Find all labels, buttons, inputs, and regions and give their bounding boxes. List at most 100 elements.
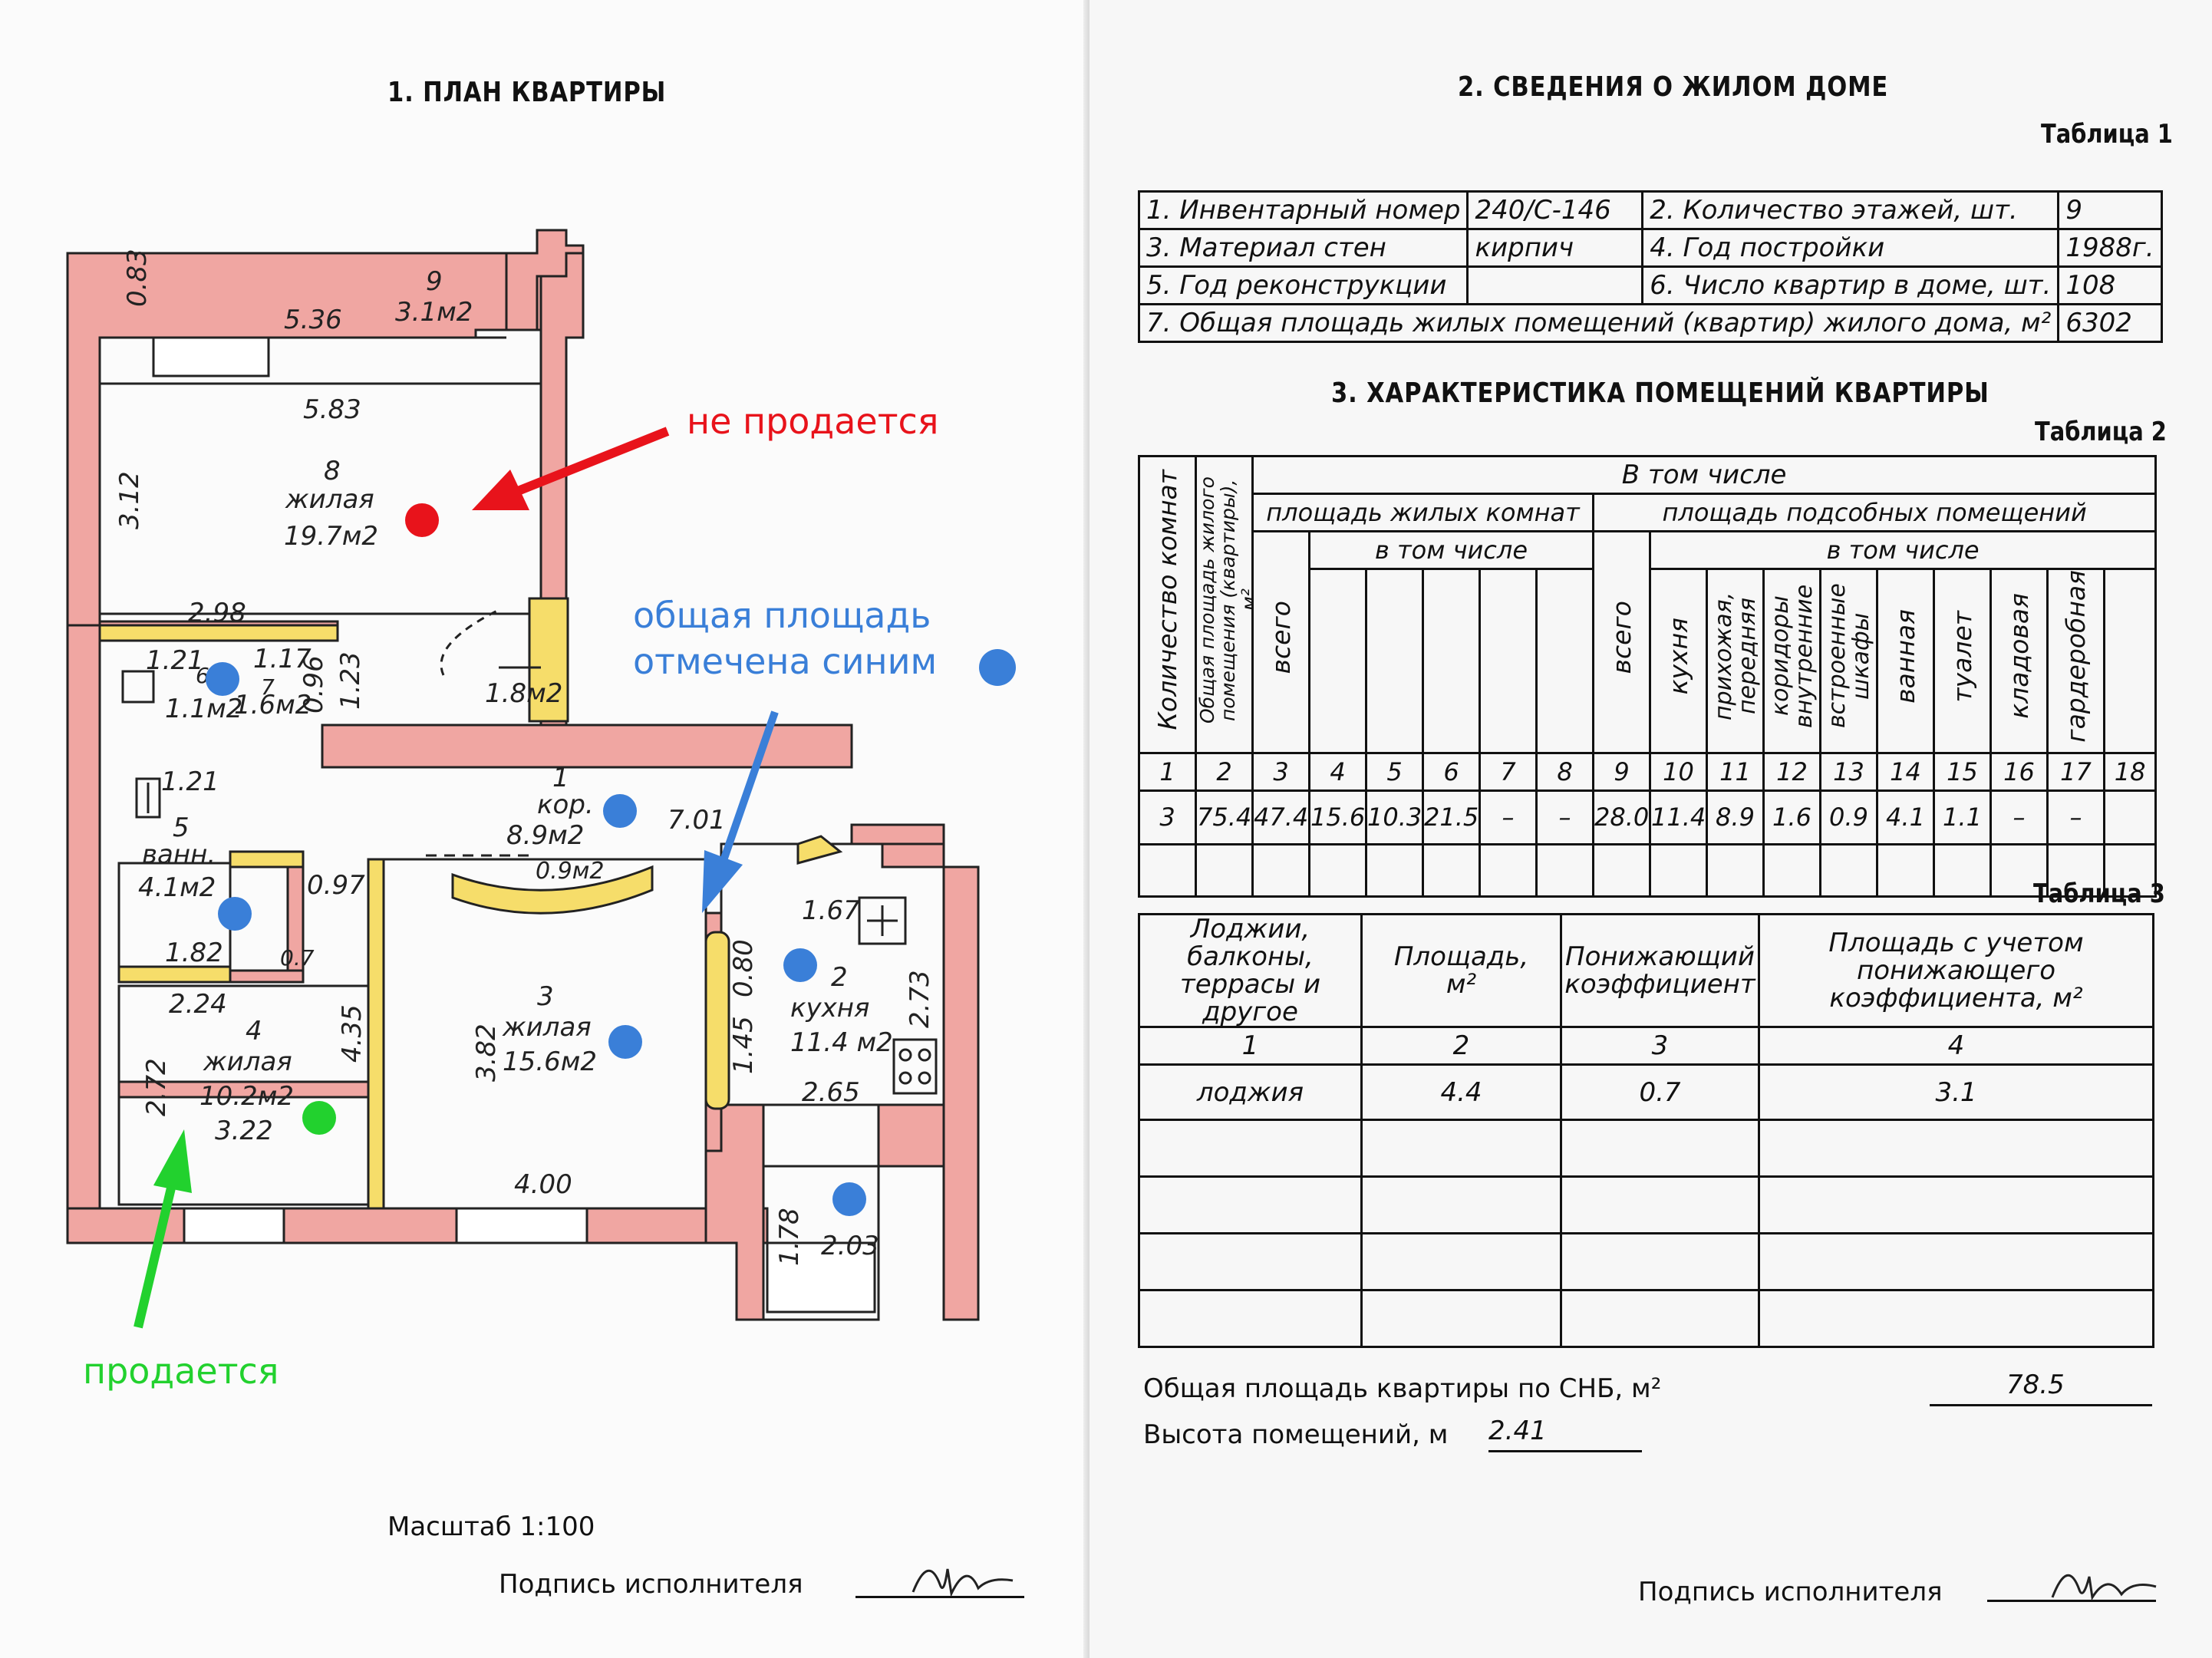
- cell: –: [2046, 789, 2105, 845]
- header-including: В том числе: [1251, 455, 2158, 495]
- blue-arrowhead: [702, 850, 743, 913]
- header-area: Площадь, м²: [1360, 913, 1562, 1028]
- col-number: 5: [1365, 751, 1424, 792]
- room-area: 11.4 м2: [790, 1027, 893, 1058]
- col-number: 3: [1560, 1026, 1760, 1066]
- height-label: Высота помещений, м: [1143, 1419, 1449, 1450]
- header-rooms-count: Количество комнат: [1138, 455, 1197, 754]
- dim-label: 3.22: [215, 1116, 273, 1146]
- room-area: 0.9м2: [536, 858, 604, 885]
- dim-label: 1.45: [728, 1016, 759, 1074]
- cell: 3. Материал стен: [1137, 228, 1469, 268]
- col-number: 16: [1989, 751, 2049, 792]
- signature-label-right: Подпись исполнителя: [1638, 1577, 1943, 1607]
- height-value: 2.41: [1488, 1416, 1547, 1446]
- header-wardrobe: гардеробная: [2046, 568, 2105, 754]
- signature-line-right: [1987, 1600, 2156, 1602]
- floor-plan: 0.83 5.36 9 3.1м2 5.83 3.12 8 жилая 19.7…: [66, 229, 1016, 1329]
- cell: 1988г.: [2057, 228, 2163, 268]
- dim-label: 0.97: [307, 870, 365, 901]
- table-row: 3 75.4 47.4 15.6 10.3 21.5 – – 28.0 11.4…: [1138, 789, 2158, 845]
- annotations: [134, 427, 1016, 1329]
- room-type: кухня: [790, 993, 869, 1023]
- cell: 4.1: [1876, 789, 1935, 845]
- cell: 4. Год постройки: [1641, 228, 2060, 268]
- cell: 240/С-146: [1466, 190, 1644, 230]
- rooms-table: Количество комнат Общая площадь жилого п…: [1138, 455, 2158, 898]
- cell: –: [1479, 789, 1538, 845]
- cell: 1. Инвентарный номер: [1137, 190, 1469, 230]
- col-number: 8: [1535, 751, 1594, 792]
- col-number: 2: [1195, 751, 1254, 792]
- cell: 4.4: [1360, 1063, 1562, 1121]
- blank-header: [1479, 568, 1538, 754]
- header-living-area: площадь жилых комнат: [1251, 493, 1594, 532]
- room-number: 4: [246, 1016, 262, 1047]
- col-number: 11: [1706, 751, 1765, 792]
- room-number: 3: [537, 981, 554, 1012]
- col-number: 1: [1138, 751, 1197, 792]
- header-coefficient: Понижающий коэффициент: [1560, 913, 1760, 1028]
- cell: 11.4: [1649, 789, 1708, 845]
- header-closets: встроенные шкафы: [1819, 568, 1878, 754]
- col-number: 13: [1819, 751, 1878, 792]
- room-type: жилая: [285, 484, 374, 515]
- col-number: 10: [1649, 751, 1708, 792]
- dim-label: 1.82: [165, 938, 223, 968]
- col-number: 15: [1933, 751, 1992, 792]
- col-number: 12: [1762, 751, 1821, 792]
- left-page: 1. ПЛАН КВАРТИРЫ: [0, 0, 1090, 1658]
- built-ins: [98, 597, 843, 1210]
- room-area: 1.1м2: [165, 694, 242, 724]
- total-area-label: Общая площадь квартиры по СНБ, м²: [1143, 1373, 1662, 1404]
- dim-label: 2.65: [802, 1077, 860, 1108]
- cell: 15.6: [1308, 789, 1367, 845]
- dim-label: 1.23: [335, 651, 366, 710]
- room-area: 4.1м2: [138, 872, 216, 903]
- total-area-note-line1: общая площадь: [633, 595, 931, 636]
- header-bath: ванная: [1876, 568, 1935, 754]
- cell: 7. Общая площадь жилых помещений (кварти…: [1137, 303, 2060, 343]
- room-number: 5: [173, 813, 190, 843]
- total-area-value: 78.5: [2006, 1370, 2065, 1400]
- blank-header: [1365, 568, 1424, 754]
- table1-caption: Таблица 1: [2041, 119, 2173, 150]
- blue-arrow: [717, 710, 779, 869]
- right-page: 2. СВЕДЕНИЯ О ЖИЛОМ ДОМЕ Таблица 1 1. Ин…: [1090, 0, 2212, 1658]
- cell: 8.9: [1706, 789, 1765, 845]
- room-area: 10.2м2: [199, 1081, 294, 1112]
- windows: [152, 336, 876, 1314]
- loggia-table: Лоджии, балконы, террасы и другое Площад…: [1138, 913, 2154, 1348]
- dim-label: 7.01: [668, 805, 726, 836]
- cell: [1466, 265, 1644, 305]
- cell: –: [1989, 789, 2049, 845]
- dim-label: 5.83: [303, 394, 361, 425]
- room-number: 7: [261, 674, 275, 700]
- header-total-area: Общая площадь жилого помещения (квартиры…: [1195, 455, 1254, 754]
- plan-title: 1. ПЛАН КВАРТИРЫ: [387, 77, 667, 108]
- room-number: 9: [426, 266, 443, 297]
- cell: 75.4: [1195, 789, 1254, 845]
- dim-label: 1.21: [161, 766, 219, 797]
- cell: 3.1: [1758, 1063, 2154, 1121]
- cell: лоджия: [1138, 1063, 1363, 1121]
- header-living-total: всего: [1251, 530, 1310, 754]
- header-hall: прихожая, передняя: [1706, 568, 1765, 754]
- header-toilet: туалет: [1933, 568, 1992, 754]
- plan-labels: 0.83 5.36 9 3.1м2 5.83 3.12 8 жилая 19.7…: [114, 249, 935, 1266]
- for-sale-note: продается: [83, 1350, 279, 1392]
- cell: 1.1: [1933, 789, 1992, 845]
- dim-label: 0.80: [728, 939, 759, 997]
- col-number: 17: [2046, 751, 2105, 792]
- dim-label: 0.7: [280, 945, 315, 971]
- room-area: 15.6м2: [503, 1047, 597, 1077]
- cell: 0.7: [1560, 1063, 1760, 1121]
- col-number: 9: [1592, 751, 1651, 792]
- cell: 9: [2057, 190, 2163, 230]
- cell: 10.3: [1365, 789, 1424, 845]
- signature-right: [2051, 1574, 2157, 1601]
- dim-label: 5.36: [284, 305, 342, 335]
- col-number: 2: [1360, 1026, 1562, 1066]
- col-number: 14: [1876, 751, 1935, 792]
- header-aux-incl: в том числе: [1648, 530, 2158, 570]
